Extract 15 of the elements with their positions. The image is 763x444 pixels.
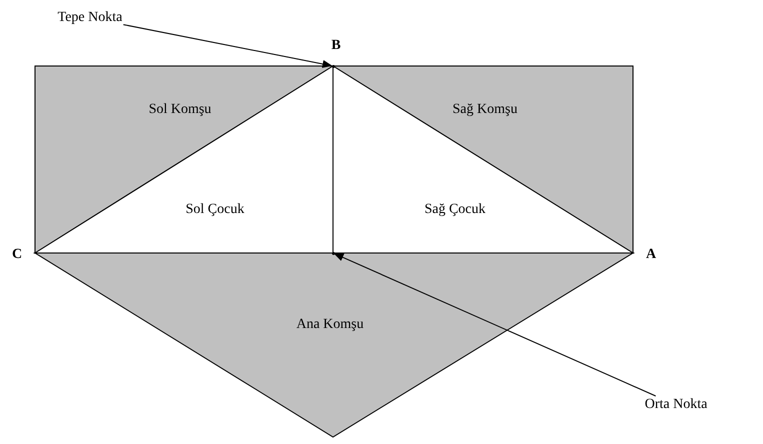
- region-label: Ana Komşu: [296, 317, 364, 333]
- region-label: Sol Çocuk: [186, 202, 244, 218]
- vertex-letter: A: [646, 247, 656, 263]
- region-label: Sağ Çocuk: [424, 202, 486, 218]
- triangle-region: [33, 252, 635, 438]
- callout-label: Orta Nokta: [644, 397, 708, 413]
- vertex-letter: B: [331, 38, 341, 54]
- region-label: Sol Komşu: [148, 102, 212, 118]
- vertex-point: [332, 64, 334, 68]
- leader-line: [122, 24, 332, 68]
- vertex-point: [332, 252, 334, 254]
- leader-line: [334, 253, 656, 396]
- vertex-letter: C: [12, 247, 22, 263]
- callout-label: Tepe Nokta: [58, 10, 122, 26]
- region-label: Sağ Komşu: [452, 102, 518, 118]
